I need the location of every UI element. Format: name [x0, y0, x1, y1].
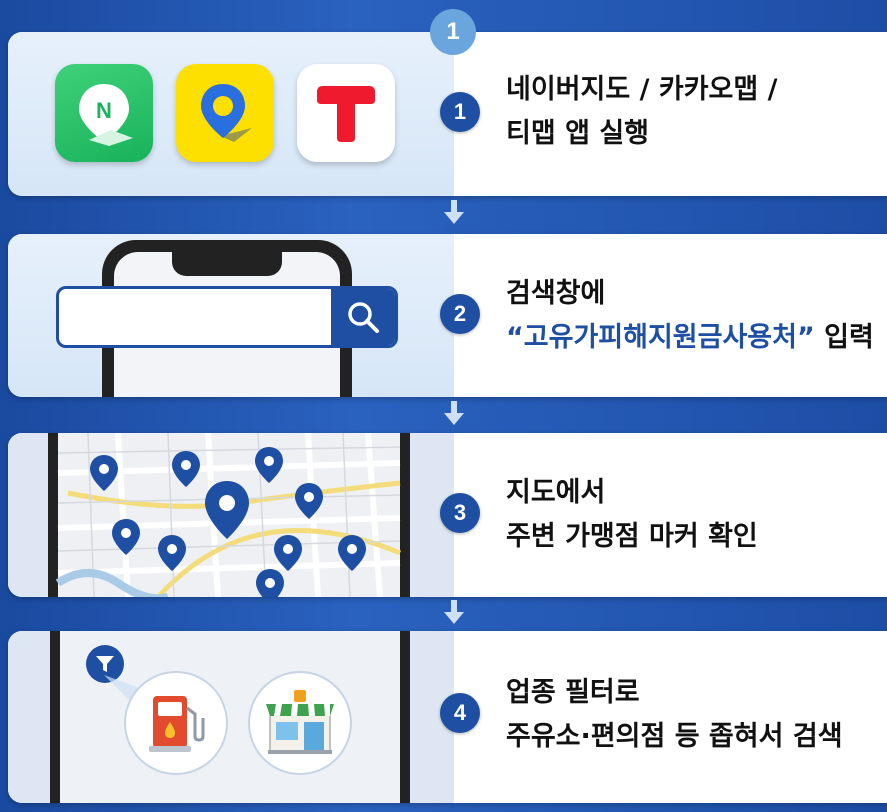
map-marker: [112, 519, 140, 555]
step-1-illustration: N: [8, 32, 454, 196]
map-marker-selected: [205, 481, 249, 539]
step-4-illustration: [8, 631, 454, 803]
step-4-text: 업종 필터로 주유소·편의점 등 좁혀서 검색: [506, 673, 843, 757]
phone-frame-left: [50, 631, 60, 803]
map-view[interactable]: [8, 433, 454, 597]
step-2-illustration: [8, 234, 454, 397]
convenience-store-icon: [266, 690, 334, 754]
map-marker: [256, 569, 284, 597]
gas-station-category[interactable]: [124, 671, 228, 775]
naver-map-icon[interactable]: N: [55, 64, 153, 162]
map-marker: [255, 447, 283, 483]
map-markers: [90, 447, 366, 597]
phone-notch: [172, 252, 282, 276]
map-marker: [90, 455, 118, 491]
down-arrow-icon: [444, 401, 464, 425]
step-2-text: 검색창에 “고유가피해지원금사용처” 입력: [506, 274, 874, 358]
gas-station-icon: [149, 696, 205, 752]
search-button[interactable]: [331, 289, 395, 345]
step-3-line2: 주변 가맹점 마커 확인: [506, 521, 758, 552]
step-1-card: N 1 네이버지도 / 카카오맵 / 티맵 앱 실행: [8, 32, 887, 196]
step-3-card: 3 지도에서 주변 가맹점 마커 확인: [8, 433, 887, 597]
step-3-illustration: [8, 433, 454, 597]
step-1-number: 1: [440, 92, 480, 132]
step-2-line1: 검색창에: [506, 278, 606, 309]
step-3-number: 3: [440, 493, 480, 533]
step-1-line1: 네이버지도 / 카카오맵 /: [506, 74, 778, 105]
step-3-line1: 지도에서: [506, 477, 606, 508]
step-4-line1: 업종 필터로: [506, 677, 640, 708]
step-1-line2: 티맵 앱 실행: [506, 118, 649, 149]
step-2-search-keyword: “고유가피해지원금사용처”: [506, 322, 815, 353]
step-4-line2: 주유소·편의점 등 좁혀서 검색: [506, 721, 843, 752]
step-2-card: 2 검색창에 “고유가피해지원금사용처” 입력: [8, 234, 887, 397]
filter-button[interactable]: [86, 645, 124, 683]
search-input[interactable]: [56, 286, 398, 348]
map-marker: [158, 535, 186, 571]
map-marker: [172, 451, 200, 487]
map-marker: [274, 535, 302, 571]
step-4-number: 4: [440, 693, 480, 733]
step-2-number: 2: [440, 294, 480, 334]
tmap-icon[interactable]: [297, 64, 395, 162]
filter-icon: [96, 656, 114, 672]
convenience-store-category[interactable]: [248, 671, 352, 775]
step-1-text: 네이버지도 / 카카오맵 / 티맵 앱 실행: [506, 70, 777, 154]
kakao-map-icon[interactable]: [176, 64, 274, 162]
search-icon: [348, 302, 379, 333]
down-arrow-icon: [444, 600, 464, 624]
top-step-badge: 1: [430, 9, 476, 55]
phone-frame-right: [400, 631, 410, 803]
step-3-text: 지도에서 주변 가맹점 마커 확인: [506, 473, 758, 557]
map-marker: [338, 535, 366, 571]
naver-letter: N: [96, 98, 112, 123]
step-4-card: 4 업종 필터로 주유소·편의점 등 좁혀서 검색: [8, 631, 887, 803]
down-arrow-icon: [444, 200, 464, 224]
map-marker: [295, 483, 323, 519]
step-2-line2-suffix: 입력: [814, 322, 874, 353]
